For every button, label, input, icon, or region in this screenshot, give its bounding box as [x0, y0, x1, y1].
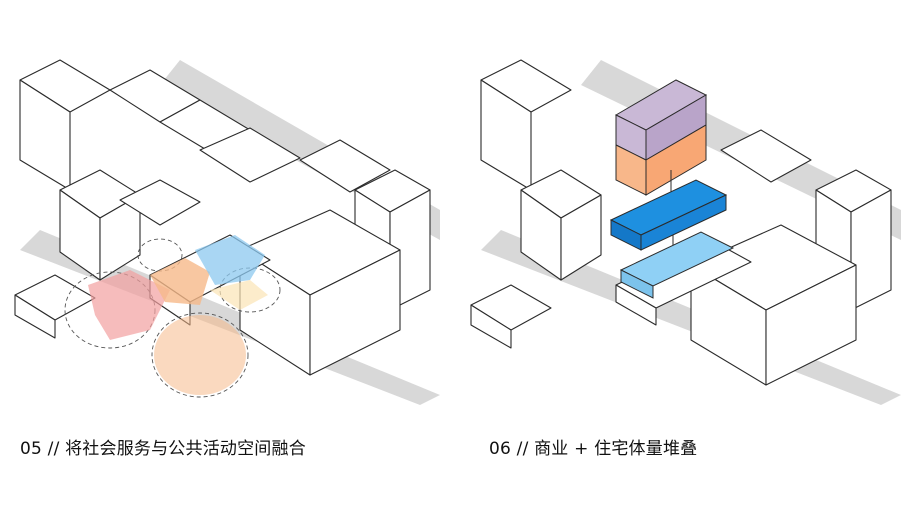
building-block — [299, 139, 391, 193]
building-block — [765, 264, 857, 386]
building-block — [199, 127, 301, 183]
activity-circle — [151, 312, 249, 398]
building-block — [470, 304, 512, 349]
activity-volume — [195, 235, 265, 285]
axonometric-sketch-left — [14, 59, 440, 405]
building-block — [309, 249, 401, 376]
building-block — [119, 179, 201, 226]
building-block — [560, 194, 602, 281]
social-service-volume — [150, 258, 210, 305]
public-activity-zone — [154, 315, 246, 395]
site-podium — [615, 284, 657, 326]
commercial-volume-side — [640, 194, 727, 251]
caption-06: 06 // 商业 + 住宅体量堆叠 — [489, 439, 698, 459]
open-space-zone — [210, 280, 268, 310]
building-block — [14, 294, 56, 339]
axonometric-sketch-right — [470, 59, 901, 405]
residential-volume-lower-side — [645, 124, 707, 196]
social-service-zone — [88, 270, 170, 340]
podium-volume-front — [620, 269, 654, 299]
caption-05: 05 // 将社会服务与公共活动空间融合 — [20, 439, 306, 459]
building-block — [720, 129, 812, 183]
massing-diagram-05 — [0, 40, 440, 410]
massing-diagram-06 — [461, 40, 901, 410]
